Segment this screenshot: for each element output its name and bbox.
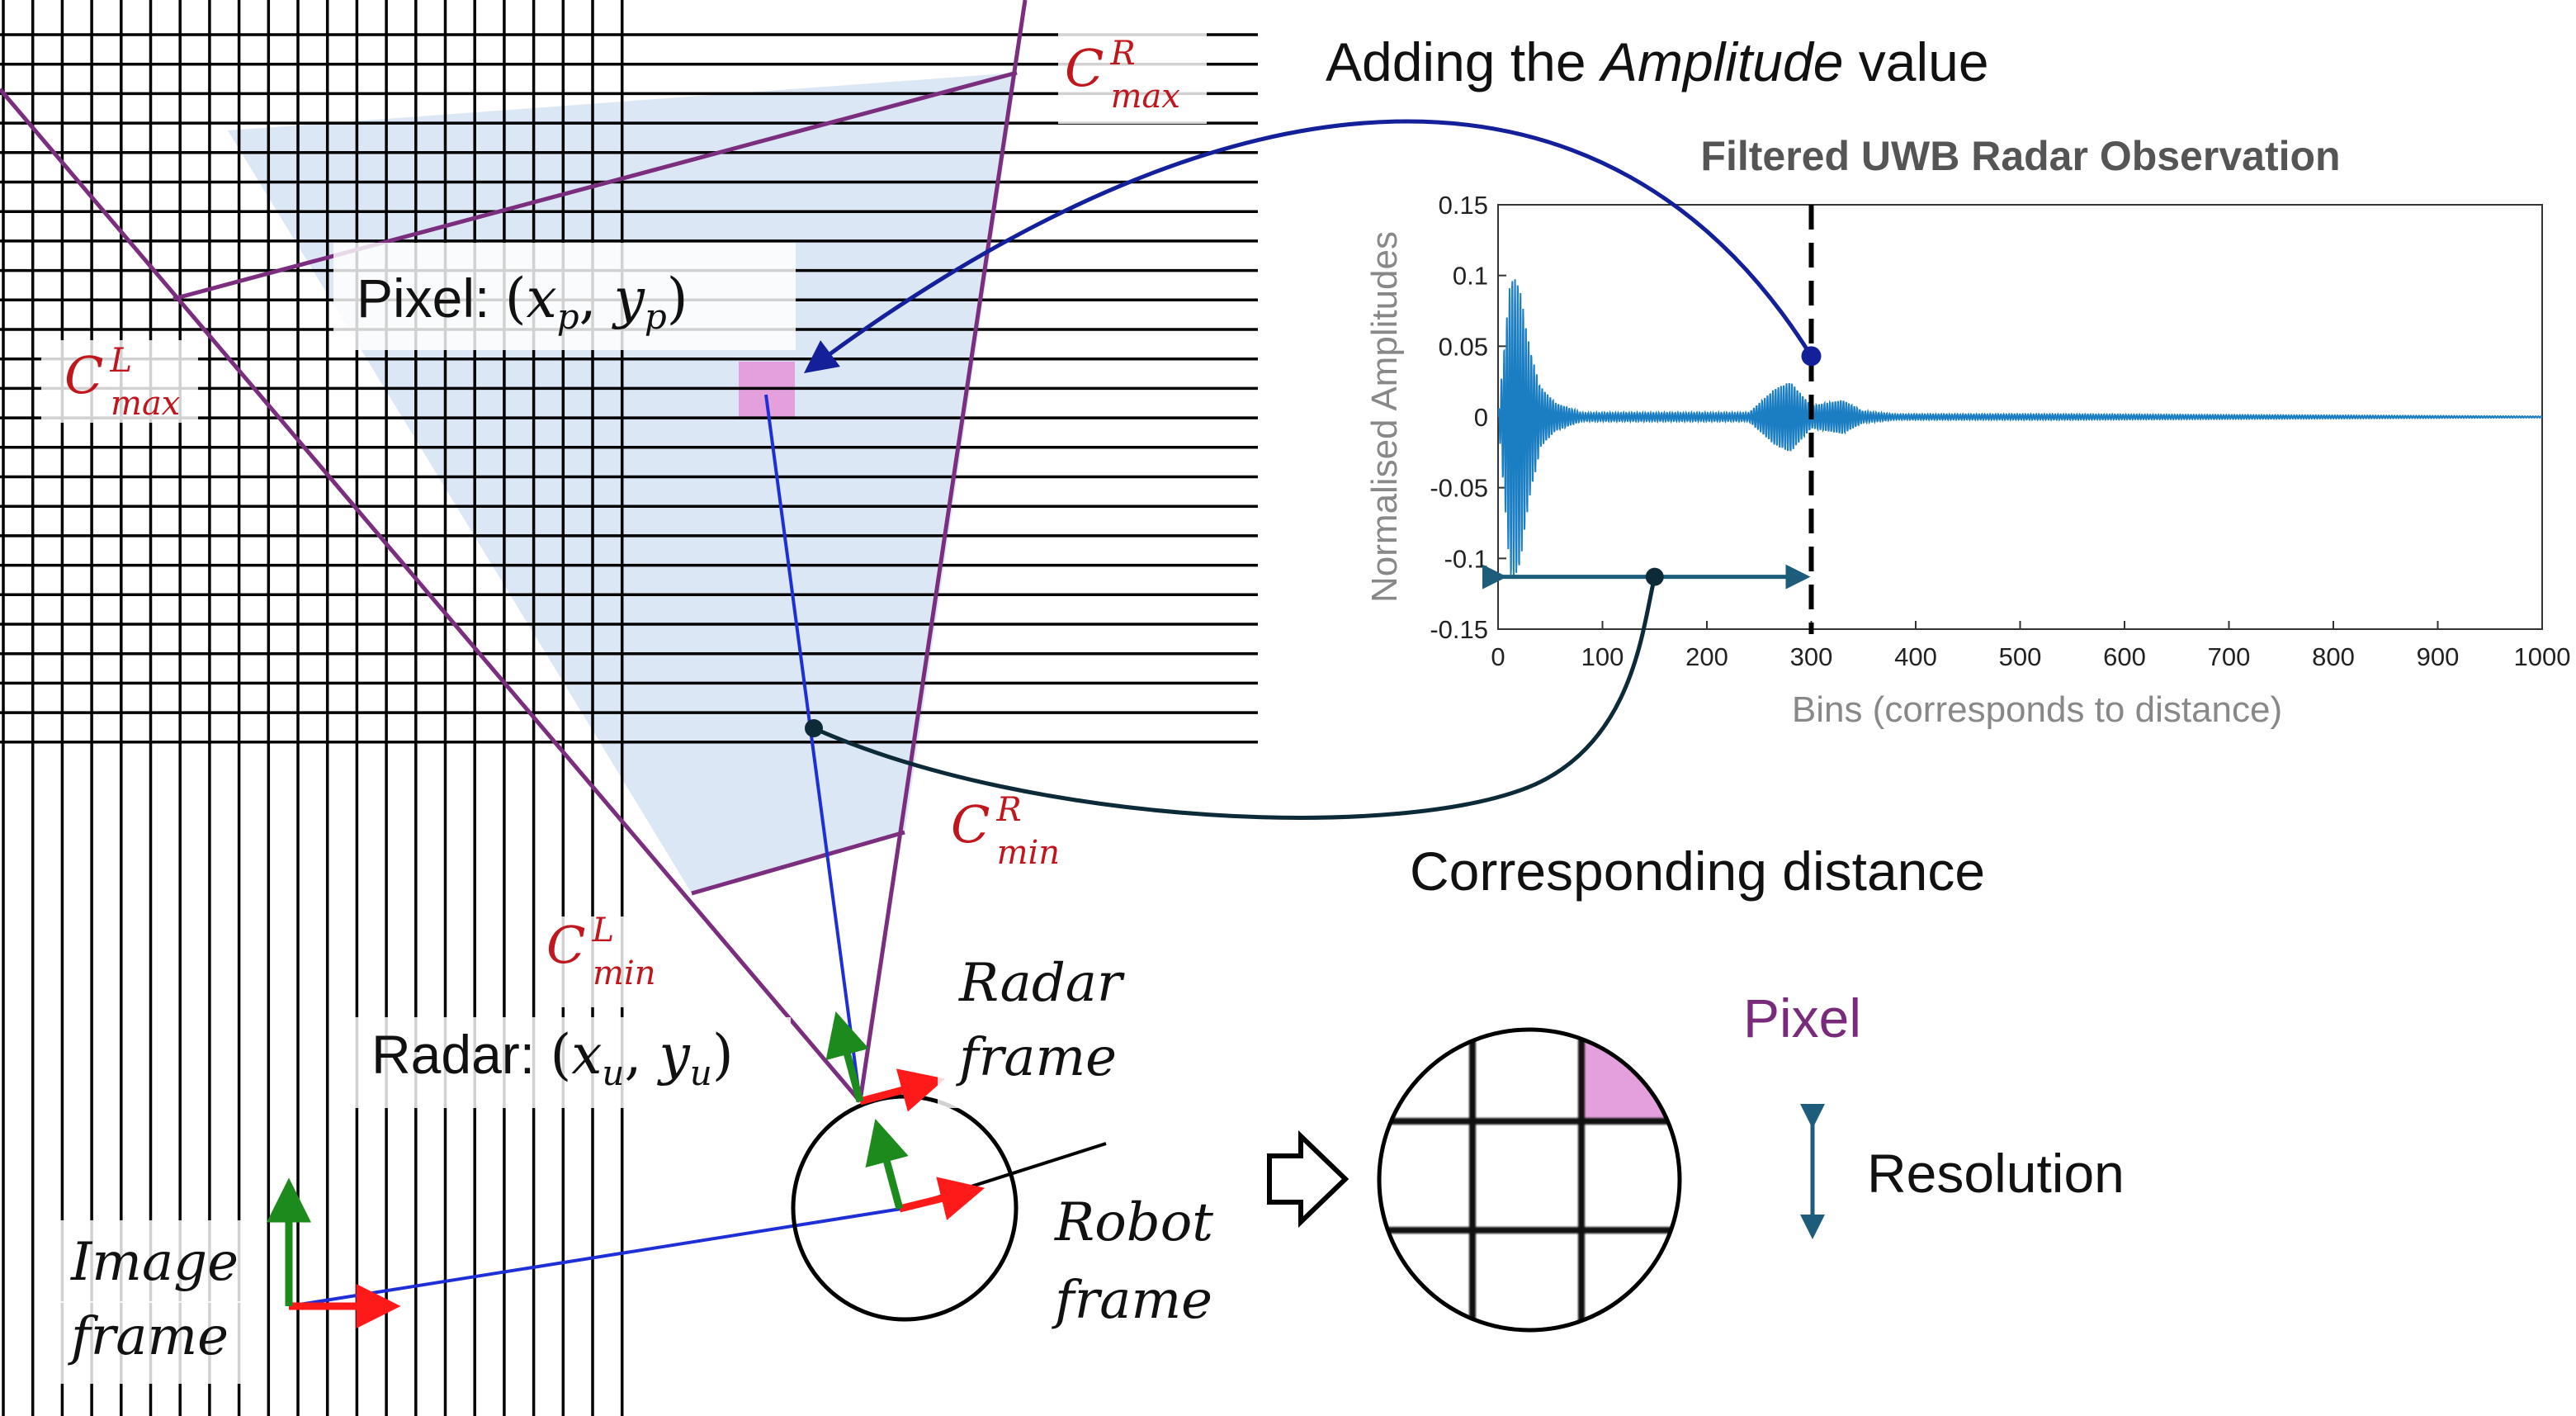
- boundary-left: [0, 88, 862, 1103]
- distance-connector: [812, 576, 1657, 820]
- boundary-max: [173, 70, 1018, 301]
- robot-frame-label-line1: Robot: [1054, 1192, 1213, 1253]
- chart-xlabel: Bins (corresponds to distance): [1792, 689, 2282, 730]
- chart-xtick-label: 900: [2417, 642, 2460, 671]
- zoom-arrow-icon: [1267, 1129, 1349, 1229]
- corresponding-distance-heading: Corresponding distance: [1410, 841, 1985, 902]
- chart-xtick-label: 400: [1894, 642, 1937, 671]
- adding-amplitude-heading: Adding the Amplitude value: [1326, 31, 1989, 92]
- chart-xtick-label: 200: [1685, 642, 1728, 671]
- radar-frame-label-line1: Radar: [958, 953, 1125, 1014]
- chart-ytick-label: 0.15: [1439, 191, 1488, 220]
- radar-frame-axes: [825, 1011, 946, 1112]
- chart-xtick-label: 300: [1790, 642, 1833, 671]
- robot-y-axis: [865, 1118, 909, 1210]
- radar-y-axis: [825, 1011, 869, 1103]
- chart-ytick-label: -0.15: [1430, 615, 1488, 644]
- amplitude-connector: [803, 119, 1813, 373]
- boundary-right: [858, 0, 1028, 1102]
- image-frame-label-line1: Image: [70, 1232, 239, 1293]
- chart-title: Filtered UWB Radar Observation: [1700, 133, 2340, 179]
- magnified-pixel: [1581, 1030, 1680, 1120]
- radar-frame-label-line2: frame: [956, 1027, 1117, 1088]
- chart-signal: [1498, 279, 2542, 575]
- image-frame-axes: [267, 1177, 401, 1328]
- chart-xtick-label: 500: [1999, 642, 2042, 671]
- image-frame-label-line2: frame: [68, 1306, 229, 1367]
- chart-ylabel: Normalised Amplitudes: [1364, 231, 1405, 603]
- filtered-signal-line: [1498, 279, 2542, 575]
- chart-ytick-label: 0: [1474, 403, 1488, 432]
- robot-frame-axes: [865, 1118, 985, 1220]
- fov-boundaries: [0, 0, 1028, 1103]
- chart-ytick-label: 0.05: [1439, 332, 1488, 361]
- grid-lines: [0, 0, 1258, 1416]
- robot-x-axis: [898, 1177, 985, 1220]
- robot-frame-label-line2: frame: [1052, 1270, 1212, 1331]
- chart-ticks: 0 100 200 300 400 500 600 700 800 900 1000 0.15 0.1 0…: [1430, 191, 2570, 671]
- pixel-coordinate-label: Pixel: (xp, yp): [357, 267, 688, 337]
- ray-image-to-robot: [288, 1207, 902, 1308]
- ray-radar-to-pixel: [764, 394, 862, 1102]
- uwb-radar-chart: Filtered UWB Radar Observation 0 100 200 30…: [1364, 133, 2570, 730]
- radar-coordinate-label: Radar: (xu, yu): [371, 1023, 734, 1093]
- chart-ytick-label: -0.05: [1430, 474, 1488, 503]
- chart-xtick-label: 800: [2312, 642, 2355, 671]
- chart-xtick-label: 1000: [2514, 642, 2571, 671]
- boundary-min: [691, 830, 905, 896]
- chart-xtick-label: 700: [2208, 642, 2251, 671]
- chart-xtick-label: 0: [1491, 642, 1505, 671]
- chart-xtick-label: 100: [1581, 642, 1624, 671]
- resolution-annotation: Resolution: [1867, 1143, 2125, 1204]
- label-backplates: [41, 33, 1240, 1384]
- pixel-annotation: Pixel: [1743, 987, 1861, 1049]
- chart-ytick-label: 0.1: [1453, 262, 1488, 291]
- magnifier: [1377, 1027, 1682, 1333]
- radar-x-axis: [858, 1068, 946, 1112]
- chart-ytick-label: -0.1: [1444, 544, 1488, 573]
- chart-xtick-label: 600: [2103, 642, 2146, 671]
